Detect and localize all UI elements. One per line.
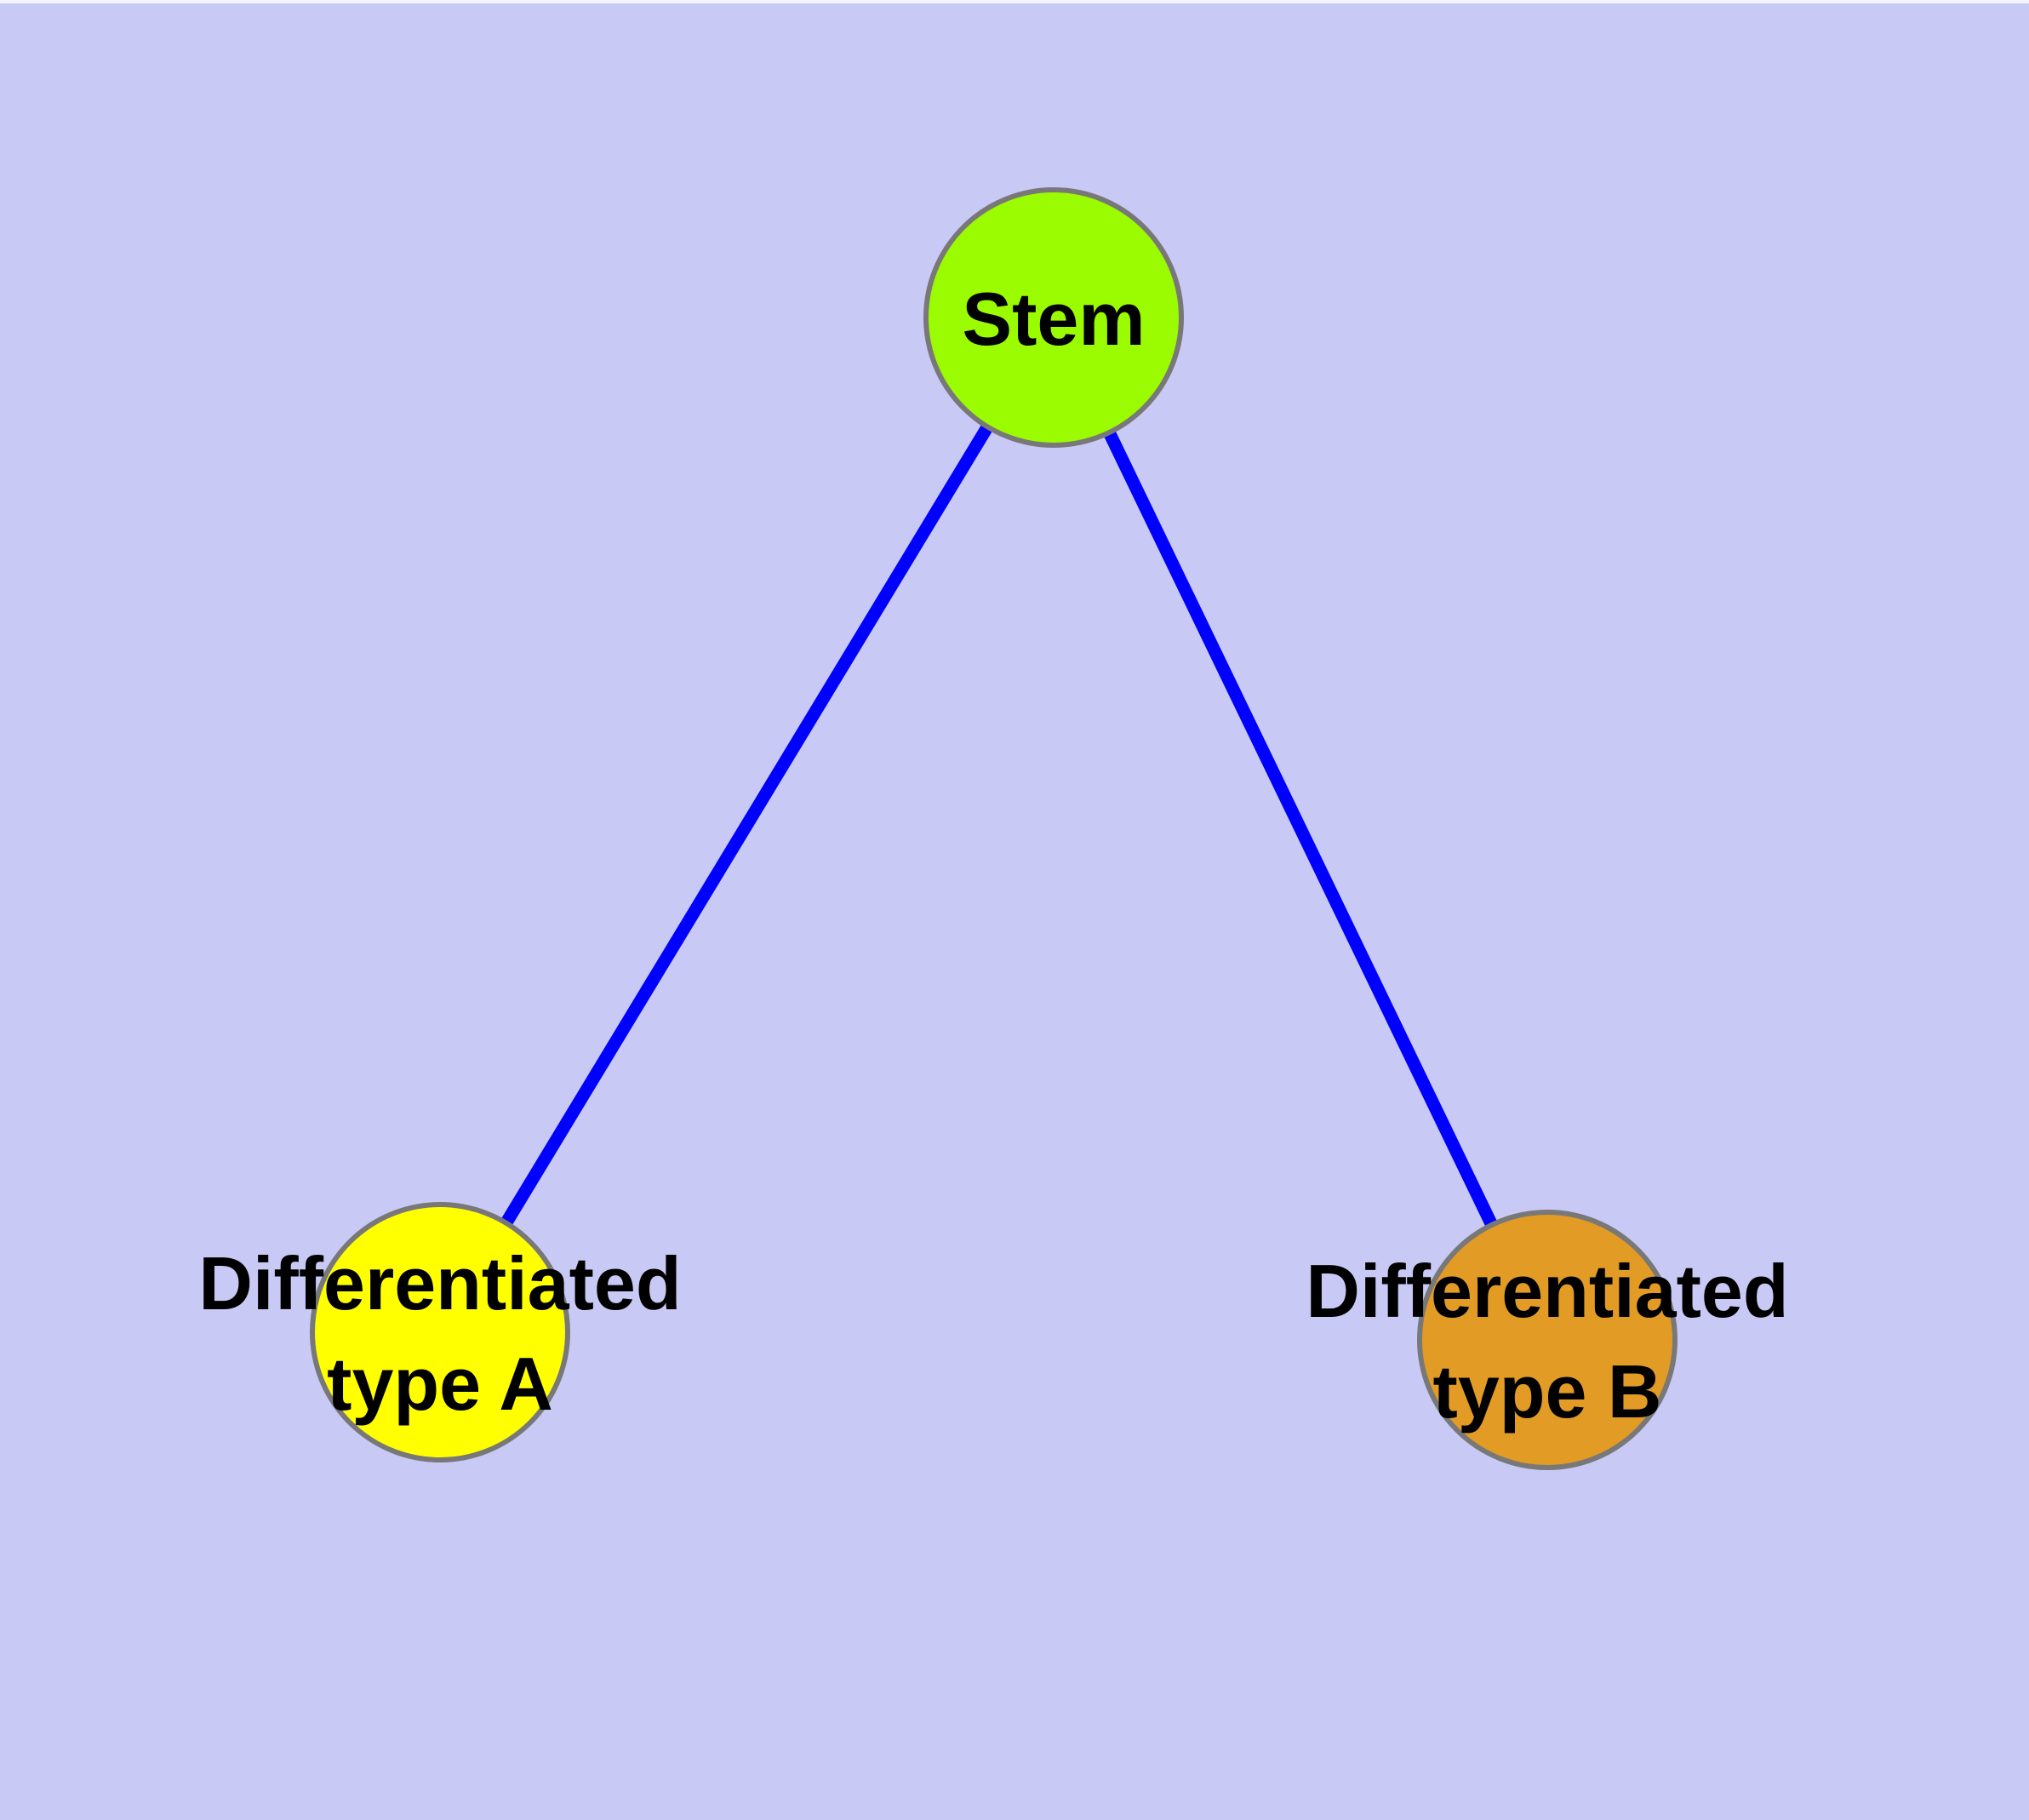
type-a-label-line1: Differentiated (198, 1241, 682, 1325)
node-stem-label: Stem (962, 277, 1146, 361)
edge-stem-to-type-b (1048, 314, 1553, 1343)
node-differentiated-type-a-circle (310, 1202, 570, 1462)
node-differentiated-type-a-label: Differentiated type A (198, 1233, 681, 1434)
node-differentiated-type-b-label: Differentiated type B (1306, 1241, 1788, 1442)
type-a-label-line2: type A (327, 1342, 553, 1426)
node-stem-circle (923, 187, 1184, 448)
node-differentiated-type-b-circle (1417, 1210, 1677, 1470)
edge-stem-to-type-a (434, 314, 1060, 1336)
type-b-label-line2: type B (1432, 1349, 1662, 1434)
top-border-strip (0, 0, 2029, 3)
type-b-label-line1: Differentiated (1306, 1249, 1789, 1333)
